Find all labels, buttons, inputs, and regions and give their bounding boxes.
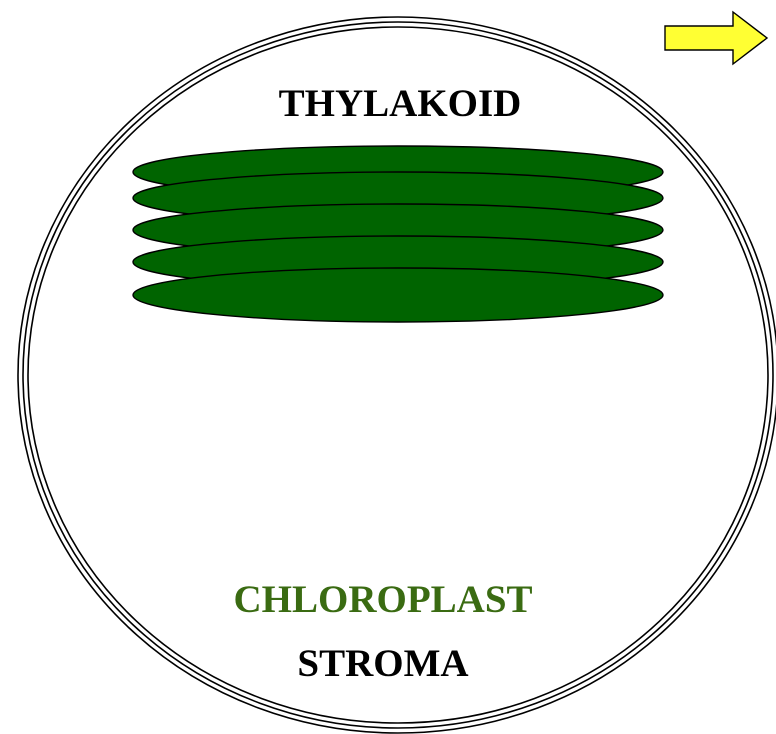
thylakoid-disc (133, 268, 663, 322)
thylakoid-label: THYLAKOID (279, 82, 522, 125)
right-arrow-icon[interactable] (665, 12, 767, 64)
middle-membrane-line (23, 22, 773, 728)
chloroplast-label: CHLOROPLAST (233, 578, 532, 621)
stroma-label: STROMA (297, 642, 468, 685)
thylakoid-stack (133, 146, 663, 322)
right-arrow-shape[interactable] (665, 12, 767, 64)
